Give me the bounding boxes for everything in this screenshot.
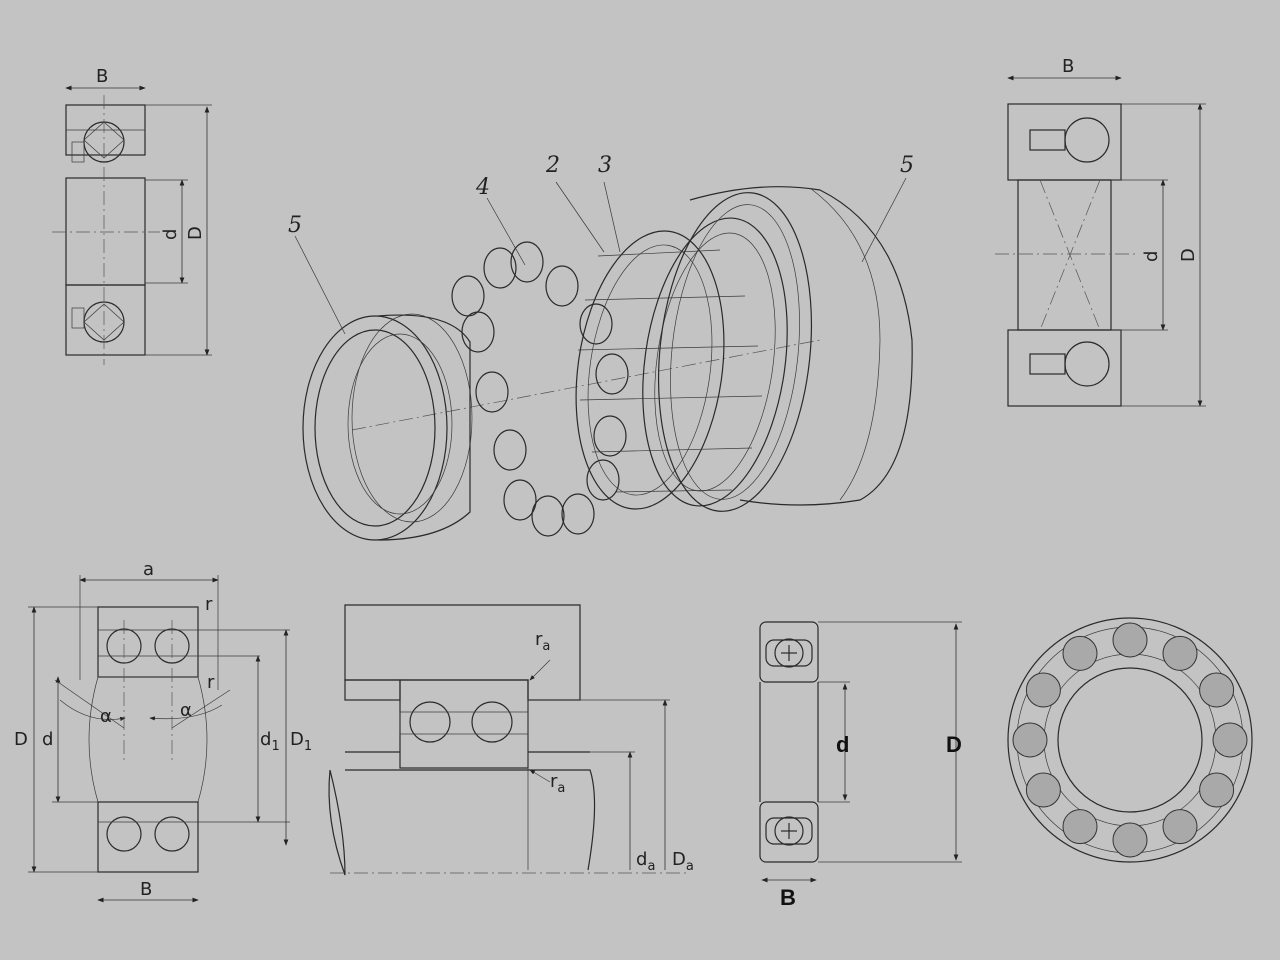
double-row-label-r-mid: r xyxy=(207,672,215,693)
top-left-bearing-section: B d D xyxy=(52,66,212,365)
double-row-label-D: D xyxy=(14,729,28,750)
double-row-label-B: B xyxy=(140,879,152,900)
part-number-1: 2 xyxy=(545,153,560,178)
mounting-label-ra-top: ra xyxy=(535,629,550,654)
part-number-5: 5 xyxy=(900,153,914,178)
double-row-label-d1: d1 xyxy=(260,729,280,754)
part-number-4: 5 xyxy=(288,213,302,238)
mounting-label-Da: Da xyxy=(672,849,694,874)
ball xyxy=(1112,622,1148,658)
double-row-label-D1: D1 xyxy=(290,729,312,754)
ball-set xyxy=(1012,622,1248,858)
ball xyxy=(1025,772,1061,808)
contact-angle-right: α xyxy=(180,700,192,721)
ball xyxy=(1212,722,1248,758)
ball xyxy=(1012,722,1048,758)
double-row-label-d: d xyxy=(42,729,53,750)
cage-1 xyxy=(575,230,763,510)
top-left-ring-top xyxy=(65,104,146,163)
top-left-bore xyxy=(65,177,146,286)
part-leaders xyxy=(294,177,907,335)
bold-label-d: d xyxy=(836,732,849,757)
ball xyxy=(1062,635,1098,671)
double-row-label-a: a xyxy=(143,559,154,580)
ball xyxy=(1162,809,1198,845)
mounting-label-ra-bottom: ra xyxy=(550,771,565,796)
roller-set-3 xyxy=(451,241,629,537)
top-right-label-D: D xyxy=(1178,248,1199,262)
top-left-label-d: d xyxy=(160,229,181,240)
part-number-2: 3 xyxy=(598,153,612,178)
top-left-ring-bottom xyxy=(65,284,146,356)
part-number-3: 4 xyxy=(475,175,490,200)
top-right-bearing-section: B d D xyxy=(995,56,1206,407)
cage-2 xyxy=(642,217,788,507)
mounting-label-da: da xyxy=(636,849,655,874)
contact-angle-left: α xyxy=(100,706,112,727)
double-row-label-r-top: r xyxy=(205,594,213,615)
top-left-label-D: D xyxy=(185,226,206,240)
inner-ring-4 xyxy=(302,313,473,541)
bold-label-D: D xyxy=(946,732,962,757)
ball xyxy=(1199,672,1235,708)
ball xyxy=(1199,772,1235,808)
top-right-label-B: B xyxy=(1062,56,1074,77)
ball-bearing-front-view xyxy=(1007,617,1253,863)
exploded-bearing-view: 5 4 2 3 5 xyxy=(288,153,914,541)
ball xyxy=(1162,635,1198,671)
double-row-section: a r r α α D d d1 D1 B xyxy=(14,559,312,903)
bold-bearing-section: d D B xyxy=(759,621,962,910)
ball xyxy=(1112,822,1148,858)
outer-ring-5 xyxy=(657,186,913,512)
top-right-label-d: d xyxy=(1141,251,1162,262)
ball xyxy=(1025,672,1061,708)
top-left-label-B: B xyxy=(96,66,108,87)
mounting-section: ra ra da Da xyxy=(328,604,694,876)
ball xyxy=(1062,809,1098,845)
exploded-axis xyxy=(351,339,821,431)
bold-label-B: B xyxy=(780,885,796,910)
